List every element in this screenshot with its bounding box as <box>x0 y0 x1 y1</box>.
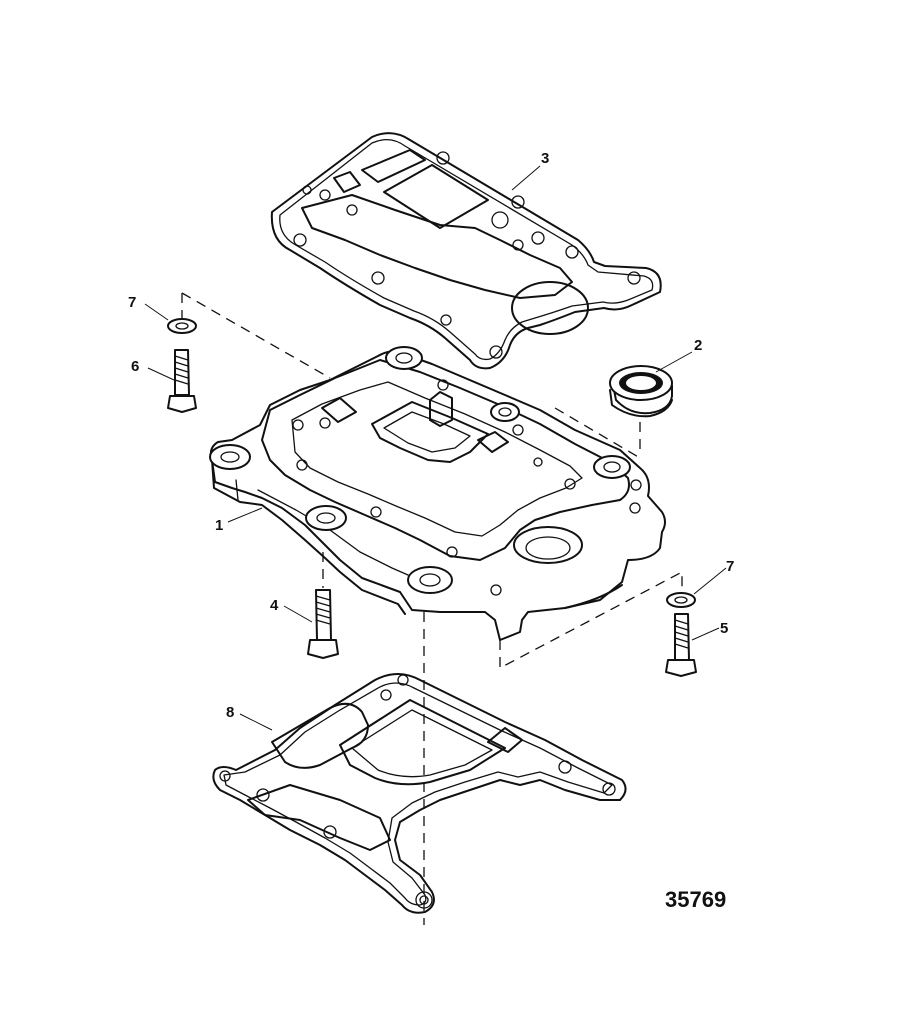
mounting-bosses <box>209 346 631 594</box>
bolt-part-6 <box>167 318 197 413</box>
oil-seal-part-2 <box>609 365 673 418</box>
bolt-part-5 <box>665 592 697 677</box>
alignment-lines <box>181 292 683 925</box>
callout-3: 3 <box>541 150 549 167</box>
callout-1: 1 <box>215 517 223 534</box>
callout-5: 5 <box>720 620 728 637</box>
bottom-gasket-part-8 <box>212 673 627 914</box>
callout-4: 4 <box>270 597 279 614</box>
top-gasket-part-3 <box>270 132 662 370</box>
callout-8: 8 <box>226 704 234 721</box>
adapter-plate-part-1 <box>209 346 666 641</box>
figure-number: 35769 <box>665 887 726 912</box>
leader-lines <box>144 165 727 731</box>
bolt-part-4 <box>307 589 339 659</box>
callout-7-right: 7 <box>726 558 734 575</box>
callout-labels: 3 2 1 7 6 4 7 5 8 <box>128 150 734 721</box>
callout-7-left: 7 <box>128 294 136 311</box>
callout-6: 6 <box>131 358 139 375</box>
callout-2: 2 <box>694 337 702 354</box>
